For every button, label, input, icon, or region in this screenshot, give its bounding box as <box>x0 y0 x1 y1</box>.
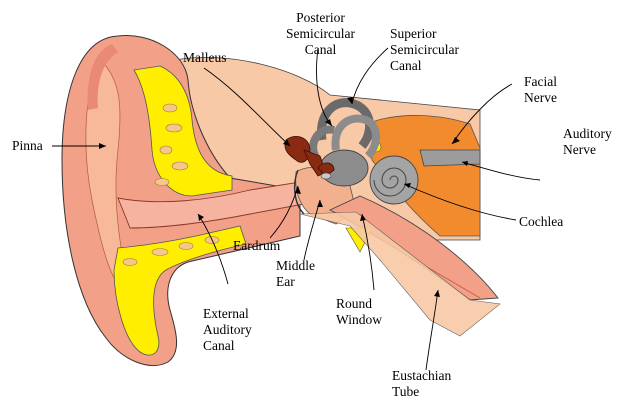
label-cochlea: Cochlea <box>519 214 563 230</box>
label-external-auditory-canal: External Auditory Canal <box>203 306 252 354</box>
label-eardrum: Eardrum <box>233 238 280 254</box>
label-middle-ear: Middle Ear <box>276 258 315 290</box>
label-pinna: Pinna <box>12 138 43 154</box>
stapes-footplate <box>321 173 331 179</box>
label-superior-semicircular-canal: Superior Semicircular Canal <box>390 26 459 74</box>
label-malleus: Malleus <box>183 50 227 66</box>
label-round-window: Round Window <box>336 296 382 328</box>
nerve-bundle <box>420 150 480 166</box>
label-facial-nerve: Facial Nerve <box>524 74 557 106</box>
label-posterior-semicircular-canal: Posterior Semicircular Canal <box>286 10 355 58</box>
label-auditory-nerve: Auditory Nerve <box>563 126 612 158</box>
label-eustachian-tube: Eustachian Tube <box>392 368 451 399</box>
cochlea-shape <box>370 156 418 204</box>
